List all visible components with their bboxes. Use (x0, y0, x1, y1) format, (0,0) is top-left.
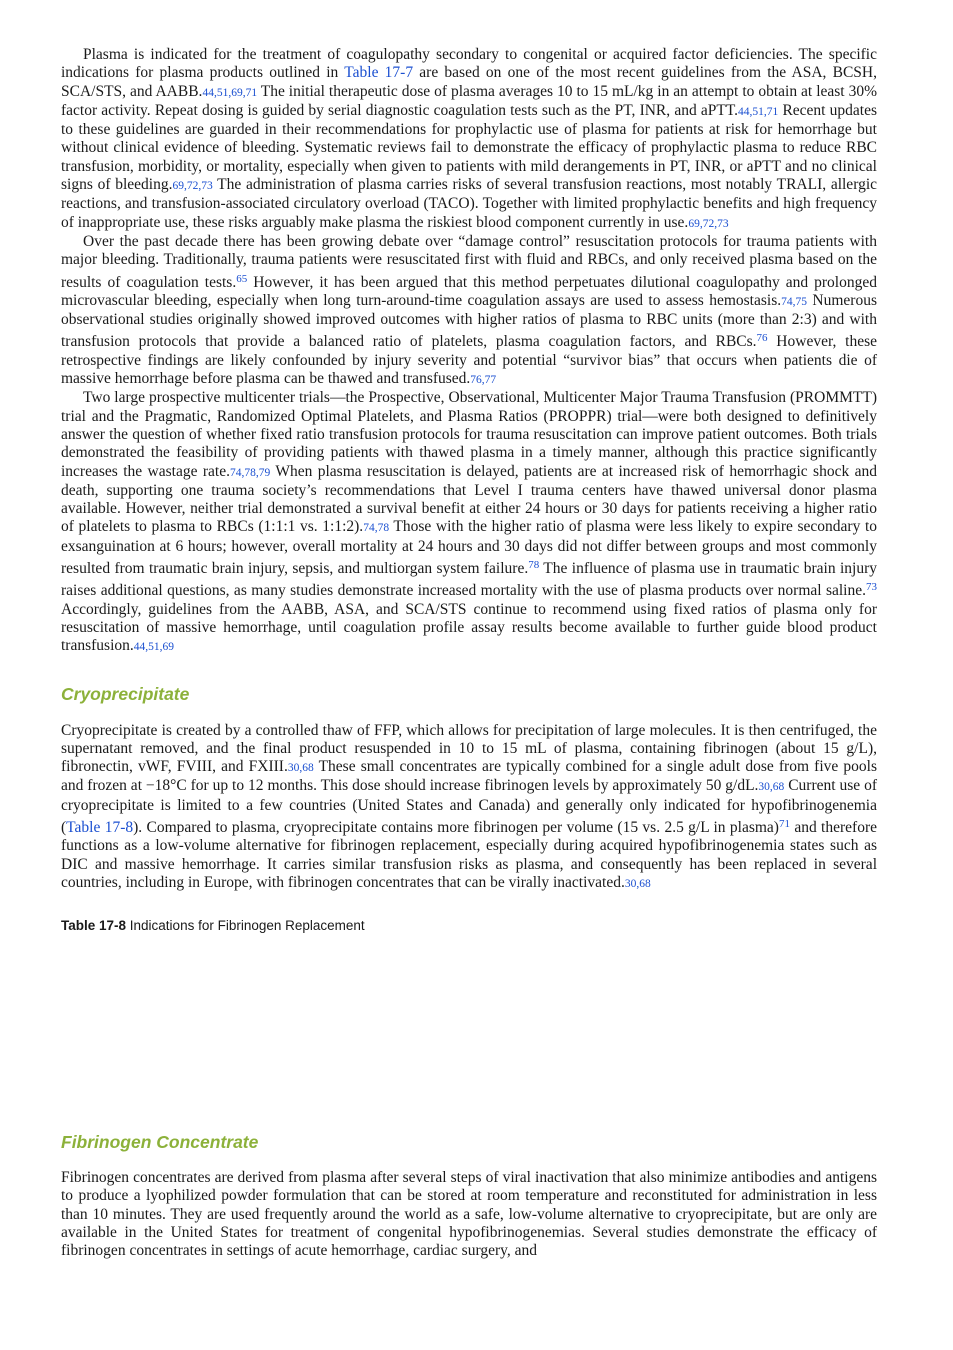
section-heading-cryoprecipitate: Cryoprecipitate (61, 683, 190, 704)
text-run: The initial therapeutic dose of plasma a… (61, 82, 877, 119)
text-run: However, it has been argued that this me… (61, 273, 877, 309)
table-link[interactable]: Table 17-8 (66, 818, 134, 836)
text-run: are based on one of the most recent guid… (61, 64, 877, 100)
citation-ref[interactable]: 74,78 (363, 522, 390, 535)
table-caption-text: Indications for Fibrinogen Replacement (126, 918, 365, 934)
table-placeholder (61, 933, 877, 1132)
table-link[interactable]: Table 17-7 (344, 64, 414, 82)
paragraph-cryoprecipitate: Cryoprecipitate is created by a controll… (61, 722, 877, 894)
citation-ref[interactable]: 74,75 (781, 295, 807, 308)
paragraph-trauma-trials: Two large prospective multicenter trials… (61, 389, 877, 656)
document-page: Plasma is indicated for the treatment of… (61, 46, 877, 1261)
citation-superscript[interactable]: 71 (778, 817, 790, 830)
citation-ref[interactable]: 69,72,73 (688, 217, 729, 230)
citation-superscript[interactable]: 78 (528, 559, 540, 572)
citation-ref[interactable]: 30,68 (624, 877, 651, 890)
text-run: When plasma resuscitation is delayed, pa… (61, 462, 877, 536)
paragraph-plasma-indications: Plasma is indicated for the treatment of… (61, 46, 877, 233)
text-run: and therefore functions as a low-volume … (61, 818, 877, 891)
text-run: Recent updates to these guidelines are g… (61, 101, 877, 194)
text-run: Those with the higher ratio of plasma we… (61, 518, 878, 578)
citation-ref[interactable]: 69,72,73 (172, 180, 213, 193)
citation-ref[interactable]: 44,51,69,71 (202, 86, 258, 99)
paragraph-damage-control: Over the past decade there has been grow… (61, 233, 877, 389)
text-run: Numerous observational studies originall… (61, 291, 877, 351)
citation-ref[interactable]: 44,51,69 (133, 641, 175, 654)
text-run: Accordingly, guidelines from the AABB, A… (61, 600, 877, 655)
text-run: Fibrinogen concentrates are derived from… (61, 1169, 877, 1260)
text-run: ). Compared to plasma, cryoprecipitate c… (133, 818, 779, 836)
text-run: Cryoprecipitate is created by a controll… (61, 721, 877, 776)
citation-ref[interactable]: 76,77 (470, 374, 497, 387)
text-run: The influence of plasma use in traumatic… (61, 560, 877, 600)
text-run: The administration of plasma carries ris… (61, 176, 878, 231)
citation-superscript[interactable]: 76 (756, 332, 768, 345)
text-run: Current use of cryoprecipitate is limite… (61, 777, 877, 836)
text-run: Over the past decade there has been grow… (61, 232, 877, 291)
table-caption: Table 17-8 Indications for Fibrinogen Re… (61, 918, 877, 933)
paragraph-fibrinogen-concentrate: Fibrinogen concentrates are derived from… (61, 1169, 877, 1260)
citation-superscript[interactable]: 65 (236, 272, 248, 285)
text-run: These small concentrates are typically c… (61, 758, 877, 795)
text-run: However, these retrospective findings ar… (61, 333, 877, 388)
citation-ref[interactable]: 44,51,71 (738, 105, 779, 118)
citation-superscript[interactable]: 73 (866, 581, 877, 594)
citation-ref[interactable]: 30,68 (758, 781, 785, 794)
section-heading-fibrinogen-concentrate: Fibrinogen Concentrate (61, 1132, 259, 1153)
text-run: Plasma is indicated for the treatment of… (61, 46, 877, 82)
citation-ref[interactable]: 74,78,79 (229, 466, 271, 479)
table-caption-label: Table 17-8 (61, 918, 127, 934)
text-run: Two large prospective multicenter trials… (61, 389, 877, 480)
citation-ref[interactable]: 30,68 (287, 762, 314, 775)
